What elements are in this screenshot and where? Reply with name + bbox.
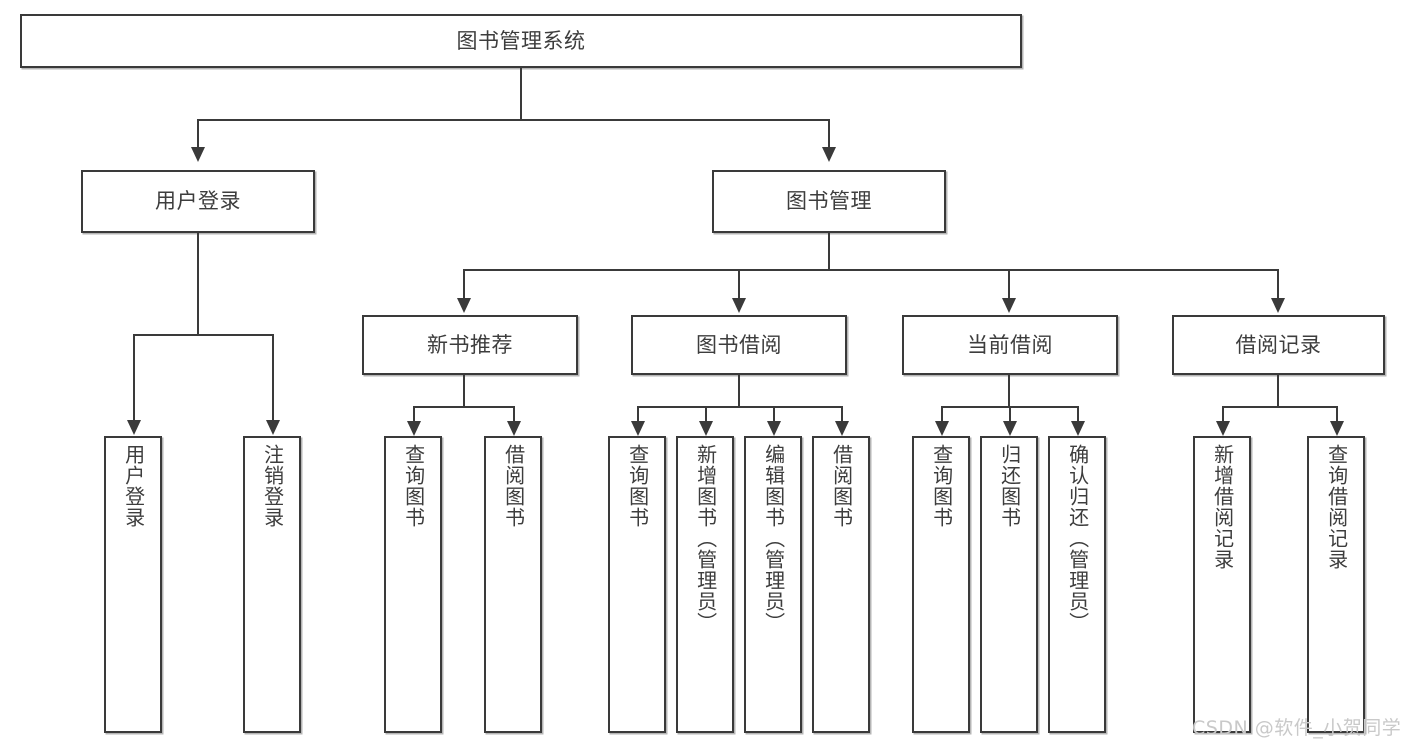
- arrowhead-bb-leaf-1: [631, 421, 645, 436]
- node-leaf-confirm-return[interactable]: 确认归还（管理员）: [1048, 436, 1106, 733]
- connector-br-drop-1: [1222, 406, 1224, 422]
- node-leaf-query-book-2[interactable]: 查询图书: [608, 436, 666, 733]
- arrowhead-bb-leaf-2: [699, 421, 713, 436]
- node-label: 用户登录: [155, 189, 241, 214]
- node-leaf-add-book[interactable]: 新增图书（管理员）: [676, 436, 734, 733]
- node-leaf-borrow-book-2[interactable]: 借阅图书: [812, 436, 870, 733]
- arrowhead-cb-leaf-2: [1003, 421, 1017, 436]
- arrowhead-root-to-user-login: [191, 147, 205, 162]
- connector-root-to-book-management: [828, 119, 830, 147]
- connector-bb-drop-4: [841, 406, 843, 422]
- connector-root-stem: [520, 68, 522, 120]
- node-label: 归还图书: [997, 444, 1022, 528]
- node-label: 查询图书: [625, 444, 650, 528]
- arrowhead-book-borrow: [732, 298, 746, 313]
- node-leaf-borrow-book-1[interactable]: 借阅图书: [484, 436, 542, 733]
- connector-to-new-book-recommend: [463, 269, 465, 298]
- arrowhead-user-login-leaf-1: [127, 420, 141, 435]
- arrowhead-borrow-record: [1271, 298, 1285, 313]
- node-leaf-logout[interactable]: 注销登录: [243, 436, 301, 733]
- node-label: 图书管理系统: [456, 28, 586, 53]
- node-new-book-recommend[interactable]: 新书推荐: [362, 315, 578, 375]
- node-label: 查询图书: [929, 444, 954, 528]
- node-leaf-query-record[interactable]: 查询借阅记录: [1307, 436, 1365, 733]
- node-current-borrow[interactable]: 当前借阅: [902, 315, 1118, 375]
- connector-level3-bar: [463, 269, 1278, 271]
- node-book-management[interactable]: 图书管理: [712, 170, 946, 233]
- node-label: 查询借阅记录: [1324, 444, 1349, 570]
- arrowhead-br-leaf-2: [1330, 421, 1344, 436]
- node-borrow-record[interactable]: 借阅记录: [1172, 315, 1385, 375]
- connector-root-to-user-login: [197, 119, 199, 147]
- arrowhead-user-login-leaf-2: [266, 420, 280, 435]
- arrowhead-cb-leaf-3: [1071, 421, 1085, 436]
- node-label: 用户登录: [121, 444, 146, 528]
- connector-new-book-recommend-bar: [413, 406, 514, 408]
- connector-to-book-borrow: [738, 269, 740, 298]
- arrowhead-nbr-leaf-2: [507, 421, 521, 436]
- connector-book-borrow-stem: [738, 375, 740, 408]
- node-label: 借阅图书: [829, 444, 854, 528]
- connector-new-book-recommend-stem: [463, 375, 465, 408]
- node-label: 编辑图书（管理员）: [761, 444, 786, 633]
- connector-user-login-drop-2: [272, 334, 274, 420]
- node-label: 图书管理: [786, 189, 872, 214]
- node-label: 图书借阅: [696, 332, 782, 357]
- arrowhead-new-book-recommend: [457, 298, 471, 313]
- connector-br-drop-2: [1336, 406, 1338, 422]
- connector-book-management-stem: [828, 233, 830, 270]
- node-label: 新增借阅记录: [1210, 444, 1235, 570]
- node-label: 注销登录: [260, 444, 285, 528]
- node-leaf-query-book-3[interactable]: 查询图书: [912, 436, 970, 733]
- node-leaf-user-login[interactable]: 用户登录: [104, 436, 162, 733]
- node-label: 确认归还（管理员）: [1065, 444, 1090, 633]
- connector-current-borrow-stem: [1008, 375, 1010, 408]
- connector-book-borrow-bar: [637, 406, 841, 408]
- arrowhead-bb-leaf-3: [767, 421, 781, 436]
- node-label: 借阅记录: [1235, 332, 1322, 357]
- connector-borrow-record-stem: [1277, 375, 1279, 408]
- node-label: 借阅图书: [501, 444, 526, 528]
- node-leaf-return-book[interactable]: 归还图书: [980, 436, 1038, 733]
- connector-root-bar: [197, 119, 829, 121]
- node-leaf-edit-book[interactable]: 编辑图书（管理员）: [744, 436, 802, 733]
- node-label: 新增图书（管理员）: [693, 444, 718, 633]
- connector-nbr-drop-2: [513, 406, 515, 422]
- node-leaf-add-record[interactable]: 新增借阅记录: [1193, 436, 1251, 733]
- connector-cb-drop-3: [1077, 406, 1079, 422]
- connector-cb-drop-2: [1009, 406, 1011, 422]
- connector-cb-drop-1: [941, 406, 943, 422]
- node-book-management-system[interactable]: 图书管理系统: [20, 14, 1022, 68]
- connector-user-login-stem: [197, 233, 199, 335]
- connector-nbr-drop-1: [413, 406, 415, 422]
- node-label: 新书推荐: [427, 332, 513, 357]
- arrowhead-br-leaf-1: [1216, 421, 1230, 436]
- node-label: 当前借阅: [967, 332, 1053, 357]
- connector-to-current-borrow: [1008, 269, 1010, 298]
- node-label: 查询图书: [401, 444, 426, 528]
- connector-user-login-bar: [133, 334, 274, 336]
- arrowhead-nbr-leaf-1: [407, 421, 421, 436]
- arrowhead-cb-leaf-1: [935, 421, 949, 436]
- connector-borrow-record-bar: [1222, 406, 1336, 408]
- node-user-login[interactable]: 用户登录: [81, 170, 315, 233]
- connector-bb-drop-2: [705, 406, 707, 422]
- arrowhead-current-borrow: [1002, 298, 1016, 313]
- connector-bb-drop-1: [637, 406, 639, 422]
- connector-bb-drop-3: [773, 406, 775, 422]
- arrowhead-bb-leaf-4: [835, 421, 849, 436]
- csdn-watermark: CSDN @软件_小贺同学: [1192, 717, 1402, 739]
- node-book-borrow[interactable]: 图书借阅: [631, 315, 847, 375]
- connector-user-login-drop-1: [133, 334, 135, 420]
- arrowhead-root-to-book-management: [822, 147, 836, 162]
- node-leaf-query-book-1[interactable]: 查询图书: [384, 436, 442, 733]
- connector-to-borrow-record: [1277, 269, 1279, 298]
